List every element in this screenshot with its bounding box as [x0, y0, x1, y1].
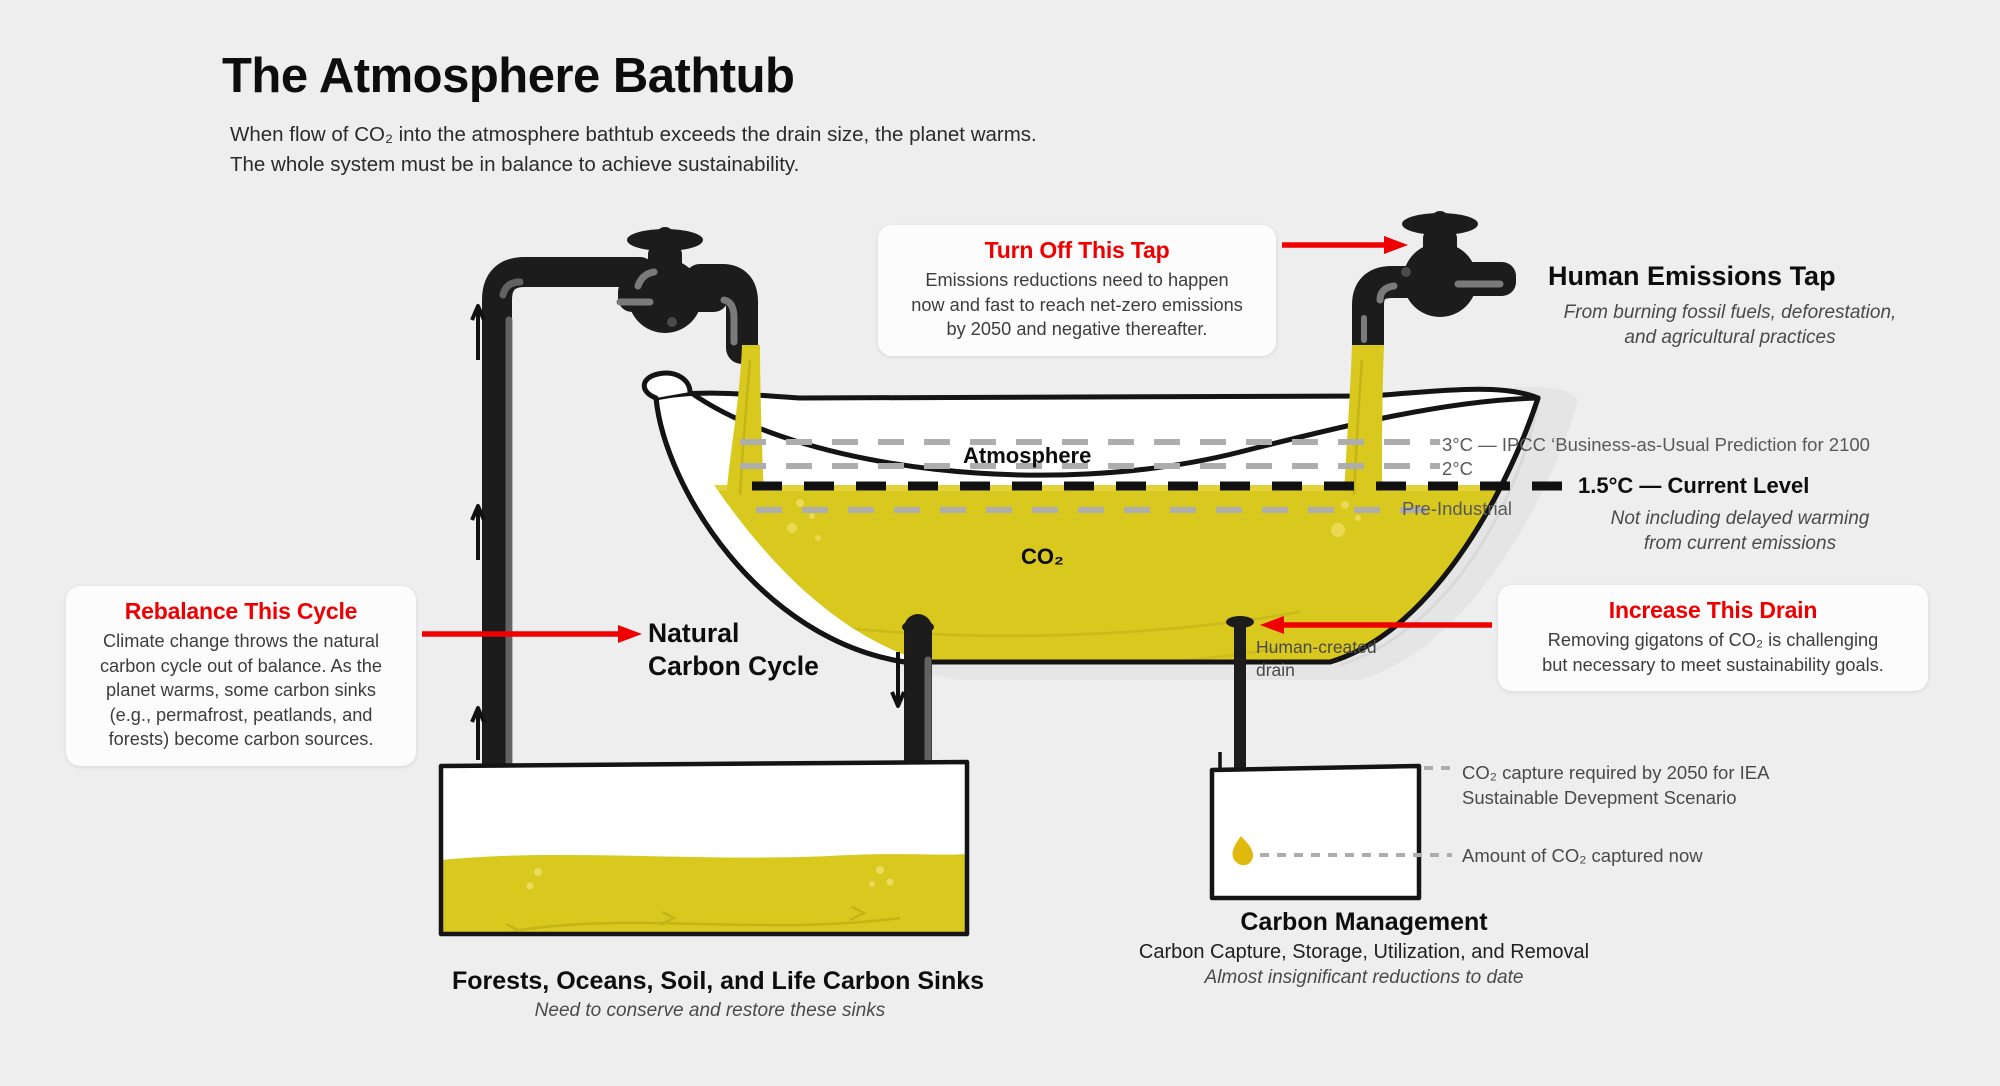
- natural-cycle-flow-arrows: [470, 304, 486, 760]
- temperature-label-pre-industrial: Pre-Industrial: [1402, 498, 1513, 519]
- page-subtitle: When flow of CO₂ into the atmosphere bat…: [230, 123, 1037, 176]
- cm-annotation-required-2050: CO₂ capture required by 2050 for IEA Sus…: [1462, 762, 1770, 808]
- carbon-management-subtitle: Carbon Capture, Storage, Utilization, an…: [1138, 941, 1590, 963]
- callout-arrows: [422, 236, 1492, 643]
- temperature-gridlines: [740, 439, 1570, 513]
- carbon-sinks-subtitle: Need to conserve and restore these sinks: [534, 1000, 886, 1021]
- carbon-management-title: Carbon Management: [1240, 908, 1488, 936]
- label-co2: CO₂: [1021, 544, 1064, 569]
- callout-increase-drain-body: Removing gigatons of CO₂ is challenging …: [1542, 630, 1884, 675]
- carbon-management-tank: [1209, 763, 1452, 901]
- cm-annotation-captured-now: Amount of CO₂ captured now: [1462, 845, 1703, 866]
- callout-rebalance-cycle-title: Rebalance This Cycle: [124, 598, 358, 624]
- carbon-management-note: Almost insignificant reductions to date: [1204, 967, 1524, 988]
- callout-turn-off-tap-title: Turn Off This Tap: [984, 237, 1170, 263]
- current-level-note: Not including delayed warming from curre…: [1610, 508, 1870, 554]
- human-emissions-tap-subtitle: From burning fossil fuels, deforestation…: [1563, 302, 1897, 348]
- natural-cycle-stream: [726, 345, 764, 498]
- callout-turn-off-tap[interactable]: Turn Off This Tap Emissions reductions n…: [878, 225, 1276, 356]
- natural-cycle-faucet: [616, 227, 758, 364]
- callout-rebalance-cycle-body: Climate change throws the natural carbon…: [99, 631, 383, 749]
- temperature-label-3c: 3°C — IPCC ‘Business-as-Usual Prediction…: [1442, 434, 1870, 455]
- callout-turn-off-tap-body: Emissions reductions need to happen now …: [911, 270, 1243, 339]
- temperature-label-current-level: 1.5°C — Current Level: [1578, 473, 1810, 498]
- callout-increase-drain-title: Increase This Drain: [1608, 597, 1818, 623]
- label-human-created-drain: Human-created drain: [1256, 637, 1377, 680]
- carbon-sinks-title: Forests, Oceans, Soil, and Life Carbon S…: [452, 967, 985, 995]
- page-title: The Atmosphere Bathtub: [222, 49, 795, 103]
- temperature-label-2c: 2°C: [1442, 458, 1474, 479]
- human-emissions-faucet: [1352, 211, 1516, 361]
- label-natural-carbon-cycle: Natural Carbon Cycle: [648, 618, 819, 681]
- human-emissions-stream: [1344, 345, 1384, 498]
- label-atmosphere: Atmosphere: [963, 443, 1092, 468]
- callout-rebalance-cycle[interactable]: Rebalance This Cycle Climate change thro…: [66, 586, 416, 766]
- carbon-sinks-tank: [438, 759, 970, 937]
- human-emissions-tap-title: Human Emissions Tap: [1548, 261, 1836, 291]
- callout-increase-drain[interactable]: Increase This Drain Removing gigatons of…: [1498, 585, 1928, 691]
